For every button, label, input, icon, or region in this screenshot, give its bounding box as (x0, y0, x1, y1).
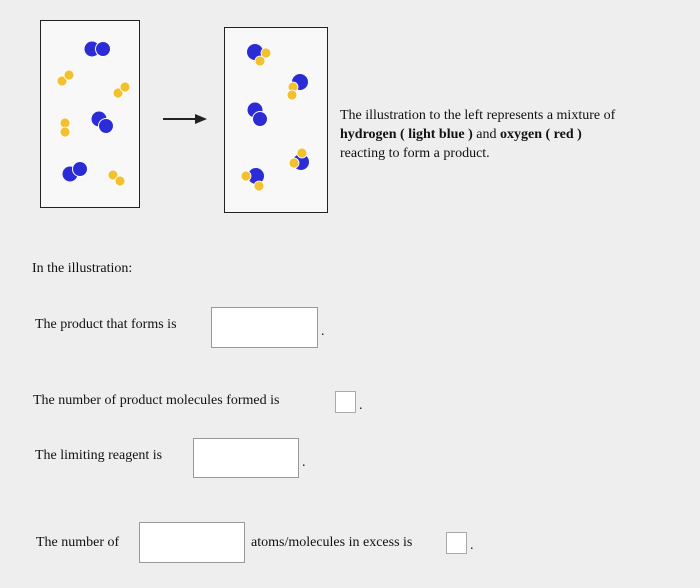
water-molecule (240, 168, 265, 192)
illustration-description: The illustration to the left represents … (340, 106, 685, 163)
intro-text: In the illustration: (32, 261, 133, 276)
product-answer-input[interactable] (211, 307, 318, 348)
h2-molecule (107, 169, 126, 187)
product-molecule-count-input[interactable] (335, 391, 356, 413)
hydrogen-term: hydrogen (340, 127, 397, 142)
h2-molecule (112, 81, 131, 99)
product-mixture-box (224, 27, 328, 213)
q4-period: . (470, 538, 474, 553)
and-text: and (476, 127, 497, 142)
reactant-mixture-box (40, 20, 140, 208)
o2-molecule (91, 111, 114, 134)
excess-reagent-input[interactable] (139, 522, 245, 563)
h2-molecule (56, 69, 75, 87)
q1-period: . (321, 324, 325, 339)
description-line-1: The illustration to the left represents … (340, 108, 616, 123)
o2-molecule (247, 102, 268, 127)
q4-label-after: atoms/molecules in excess is (251, 535, 413, 550)
q3-period: . (302, 455, 306, 470)
oxygen-color-note: ( red ) (545, 127, 582, 142)
o2-molecule (62, 161, 88, 182)
excess-count-input[interactable] (446, 532, 467, 554)
q1-label: The product that forms is (35, 317, 177, 332)
q2-period: . (359, 398, 363, 413)
q4-label-before: The number of (36, 535, 120, 550)
o2-molecule (84, 41, 111, 57)
hydrogen-color-note: ( light blue ) (400, 127, 473, 142)
limiting-reagent-input[interactable] (193, 438, 299, 478)
q3-label: The limiting reagent is (35, 448, 163, 463)
water-molecule (247, 44, 272, 67)
reaction-arrow-icon (163, 114, 207, 124)
q2-label: The number of product molecules formed i… (33, 393, 280, 408)
water-molecule (288, 147, 309, 170)
description-line-3: reacting to form a product. (340, 146, 490, 161)
h2-molecule (59, 117, 71, 138)
oxygen-term: oxygen (500, 127, 542, 142)
water-molecule (286, 74, 308, 101)
description-line-2: hydrogen ( light blue ) and oxygen ( red… (340, 125, 685, 144)
